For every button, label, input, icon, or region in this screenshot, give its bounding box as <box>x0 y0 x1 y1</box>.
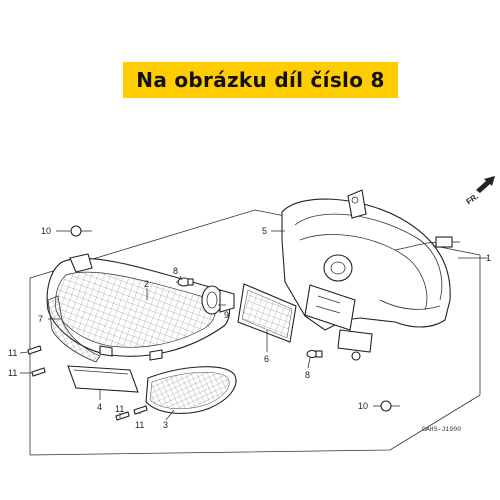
bolt-parts <box>27 345 148 421</box>
callout-11-a: 11 <box>8 348 17 358</box>
front-direction-label: FR. <box>464 192 480 207</box>
callout-11-c: 11 <box>115 404 124 414</box>
callout-2: 2 <box>144 279 149 289</box>
callout-4: 4 <box>97 402 102 412</box>
bulb-socket-part <box>201 285 235 315</box>
callout-1: 1 <box>486 253 491 263</box>
lamp-housing-part <box>281 189 460 361</box>
callout-labels: 10 2 7 5 8 9 6 8 10 1 4 3 11 11 11 11 <box>8 226 491 430</box>
leader-lines <box>19 230 480 421</box>
bottom-panel-part <box>67 365 139 393</box>
screw-part-lower <box>380 400 400 412</box>
side-reflector-part <box>47 295 101 363</box>
callout-9: 9 <box>224 310 229 320</box>
reflector-part <box>237 283 297 343</box>
small-bulb-part <box>306 349 323 359</box>
bulb-part <box>176 277 194 287</box>
callout-8-upper: 8 <box>173 266 178 276</box>
callout-8-lower: 8 <box>305 370 310 380</box>
screw-part-upper <box>70 225 92 237</box>
part-number-banner: Na obrázku díl číslo 8 <box>123 62 398 98</box>
callout-5: 5 <box>262 226 267 236</box>
callout-7: 7 <box>38 314 43 324</box>
callout-3: 3 <box>163 420 168 430</box>
callout-6: 6 <box>264 354 269 364</box>
callout-11-d: 11 <box>135 420 144 430</box>
callout-11-b: 11 <box>8 368 17 378</box>
front-direction-arrow: FR. <box>464 176 495 206</box>
diagram-code: GAHS-J1900 <box>422 426 461 433</box>
callout-10-lower: 10 <box>358 401 368 411</box>
lower-lens-part <box>145 366 237 414</box>
callout-10-upper: 10 <box>41 226 51 236</box>
